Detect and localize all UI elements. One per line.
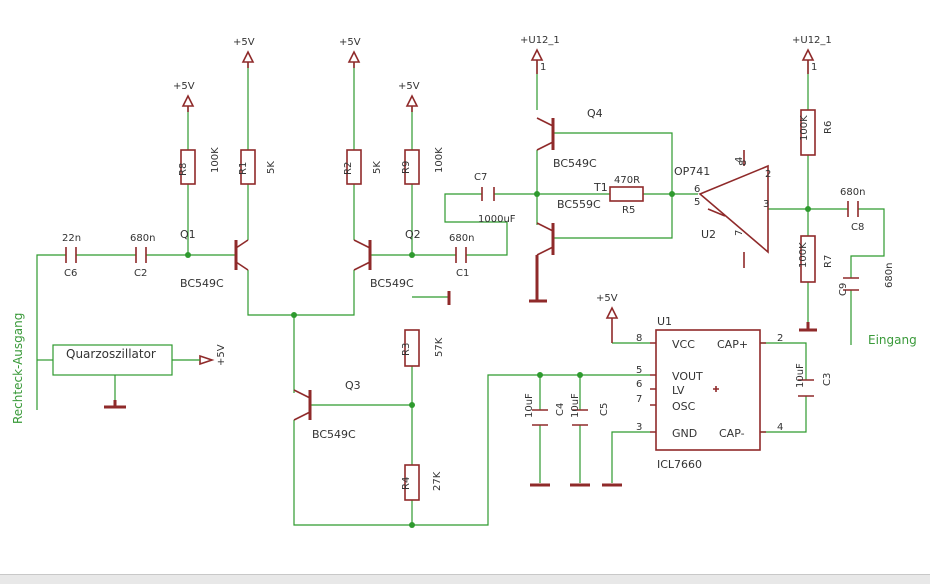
wires <box>36 60 885 526</box>
label-c2: C2 <box>134 268 147 279</box>
part-q1: BC549C <box>180 277 224 290</box>
part-t1: BC559C <box>557 198 601 211</box>
label-c5: C5 <box>599 403 610 416</box>
value-c4: 10uF <box>524 393 535 418</box>
value-c9: 680n <box>884 263 895 288</box>
oscillator-box <box>52 344 173 376</box>
value-r2: 5K <box>372 161 383 174</box>
label-c7: C7 <box>474 172 487 183</box>
u1-num-7: 7 <box>636 394 642 405</box>
opamp-symbol <box>698 150 769 268</box>
part-q3: BC549C <box>312 428 356 441</box>
label-r3: R3 <box>401 343 412 356</box>
label-c4: C4 <box>555 403 566 416</box>
u1-num-2: 2 <box>777 333 783 344</box>
value-r4: 27K <box>432 471 443 491</box>
rail-label-osc: +5V <box>216 344 227 366</box>
value-c6: 22n <box>62 233 81 244</box>
opamp-pin-8: 8 <box>738 160 749 166</box>
signal-input-label: Eingang <box>868 333 917 347</box>
ground-symbols <box>104 255 817 487</box>
value-r6: 100K <box>799 115 810 141</box>
label-t1: T1 <box>593 181 608 194</box>
junctions <box>185 191 811 528</box>
u1-pin-capplus: CAP+ <box>717 338 748 351</box>
transistor-symbols <box>234 117 555 421</box>
rail-pin-r6: 1 <box>811 62 817 73</box>
value-c8: 680n <box>840 187 865 198</box>
u1-pin-vout: VOUT <box>672 370 703 383</box>
u1-num-4: 4 <box>777 422 783 433</box>
u1-pin-capminus: CAP- <box>719 427 745 440</box>
resistors <box>180 109 816 501</box>
value-r7: 100K <box>798 242 809 268</box>
label-c6: C6 <box>64 268 77 279</box>
label-q2: Q2 <box>405 228 421 241</box>
capacitors <box>65 187 859 426</box>
value-r3: 57K <box>434 337 445 357</box>
label-r6: R6 <box>823 121 834 134</box>
rail-label-r1: +5V <box>233 37 255 48</box>
value-c3: 10uF <box>795 363 806 388</box>
opamp-pin-6: 6 <box>694 184 700 195</box>
opamp-pin-7: 7 <box>734 230 745 236</box>
label-r9: R9 <box>401 161 412 174</box>
label-q4: Q4 <box>587 107 603 120</box>
value-r8: 100K <box>210 147 221 173</box>
label-r1: R1 <box>238 162 249 175</box>
part-u1: ICL7660 <box>657 458 702 471</box>
value-r5: 470R <box>614 175 640 186</box>
opamp-pin-4: 4 <box>734 157 745 163</box>
u1-pin-gnd: GND <box>672 427 697 440</box>
rail-label-r8: +5V <box>173 81 195 92</box>
label-r5: R5 <box>622 205 635 216</box>
u1-pin-vcc: VCC <box>672 338 695 351</box>
value-c2: 680n <box>130 233 155 244</box>
ref-u1: U1 <box>657 315 672 328</box>
supply-symbols <box>181 48 815 366</box>
opamp-pin-5: 5 <box>694 197 700 208</box>
label-r2: R2 <box>343 162 354 175</box>
signal-output-label: Rechteck-Ausgang <box>11 313 25 424</box>
u1-num-3: 3 <box>636 422 642 433</box>
label-c1: C1 <box>456 268 469 279</box>
rail-label-r6: +U12_1 <box>792 35 832 46</box>
u1-pin-osc: OSC <box>672 400 696 413</box>
opamp-pin-3: 3 <box>763 199 769 210</box>
label-c9: C9 <box>838 283 849 296</box>
u1-num-6: 6 <box>636 379 642 390</box>
rail-label-q4: +U12_1 <box>520 35 560 46</box>
value-c7: 1000uF <box>478 214 516 225</box>
label-r7: R7 <box>823 255 834 268</box>
label-r8: R8 <box>178 163 189 176</box>
ref-opamp: U2 <box>701 228 716 241</box>
value-c1: 680n <box>449 233 474 244</box>
value-c5: 10uF <box>570 393 581 418</box>
rail-pin-q4: 1 <box>540 62 546 73</box>
label-c8: C8 <box>851 222 864 233</box>
bottom-scrollbar[interactable] <box>0 574 930 584</box>
icl7660-symbol <box>650 329 766 451</box>
opamp-pin-2: 2 <box>765 169 771 180</box>
u1-num-8: 8 <box>636 333 642 344</box>
rail-label-r9: +5V <box>398 81 420 92</box>
rail-label-r2: +5V <box>339 37 361 48</box>
label-q3: Q3 <box>345 379 361 392</box>
label-q1: Q1 <box>180 228 196 241</box>
rail-label-u1: +5V <box>596 293 618 304</box>
value-r9: 100K <box>434 147 445 173</box>
label-c3: C3 <box>822 373 833 386</box>
part-q2: BC549C <box>370 277 414 290</box>
oscillator-label: Quarzoszillator <box>66 347 156 361</box>
u1-num-5: 5 <box>636 365 642 376</box>
label-opamp: OP741 <box>674 165 710 178</box>
label-r4: R4 <box>401 477 412 490</box>
u1-pin-lv: LV <box>672 384 685 397</box>
part-q4: BC549C <box>553 157 597 170</box>
value-r1: 5K <box>266 161 277 174</box>
